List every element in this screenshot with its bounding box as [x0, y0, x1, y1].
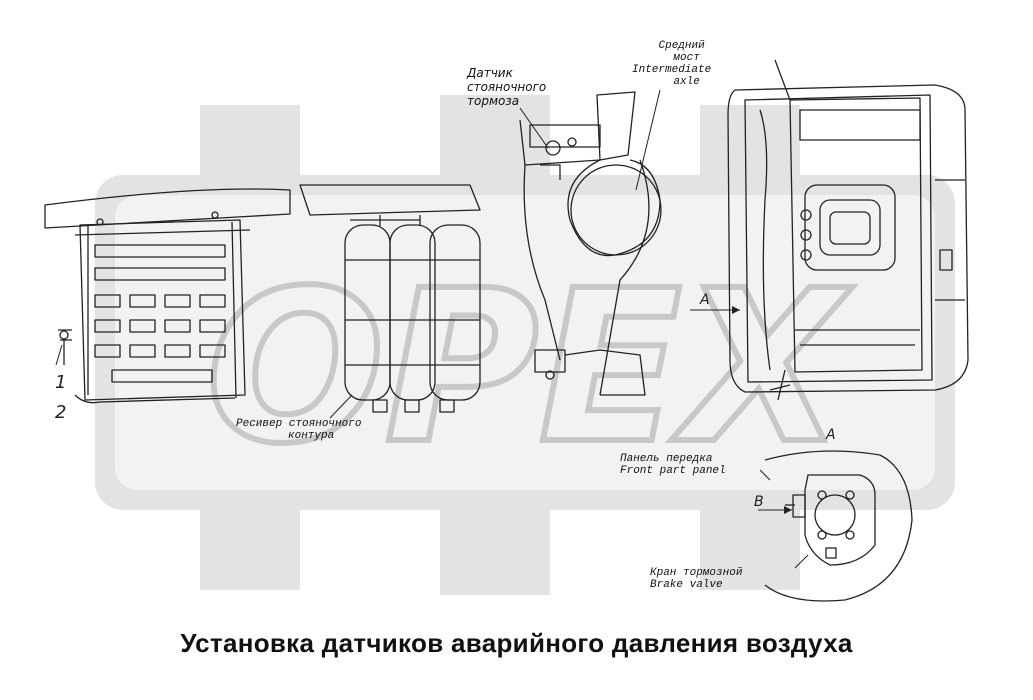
middle-axle-line-3: Intermediate	[632, 64, 712, 76]
sensor-label-line-1: Датчик	[467, 66, 513, 80]
callout-1: 1	[55, 372, 67, 393]
sensor-label: Датчик стояночного тормоза	[467, 66, 546, 108]
view-b-letter: B	[754, 494, 764, 510]
arrow-heads	[732, 306, 792, 514]
sensor-label-line-3: тормоза	[467, 94, 520, 108]
sensor-label-line-2: стояночного	[467, 80, 547, 94]
watermark-text: OPEX	[206, 245, 853, 490]
receiver-assembly	[299, 184, 481, 413]
callout-2: 2	[55, 402, 67, 423]
receiver-label-line-2: контура	[288, 430, 335, 442]
receiver-label: Ресивер стояночного контура	[236, 418, 361, 442]
valve-label: Кран тормозной Brake valve	[650, 567, 742, 591]
figure-caption: Установка датчиков аварийного давления в…	[180, 628, 853, 658]
view-a-arrow-letter: A	[700, 292, 710, 308]
middle-axle-label: Средний мост Intermediate axle	[632, 40, 711, 88]
cab-top-view	[727, 59, 969, 401]
middle-axle-line-4: axle	[673, 76, 700, 88]
valve-label-line-1: Кран тормозной	[650, 567, 743, 579]
valve-label-line-2: Brake valve	[650, 579, 723, 591]
intermediate-axle	[519, 91, 662, 396]
panel-label-line-2: Front part panel	[620, 465, 726, 477]
left-housing-assembly	[44, 188, 291, 404]
panel-label: Панель передка Front part panel	[620, 453, 726, 477]
middle-axle-line-2: мост	[673, 52, 700, 64]
view-a-detail	[764, 450, 913, 602]
receiver-label-line-1: Ресивер стояночного	[236, 418, 362, 430]
view-a-title-letter: A	[826, 427, 836, 443]
middle-axle-line-1: Средний	[658, 40, 705, 52]
watermark-inner	[115, 195, 935, 490]
panel-label-line-1: Панель передка	[620, 453, 713, 465]
